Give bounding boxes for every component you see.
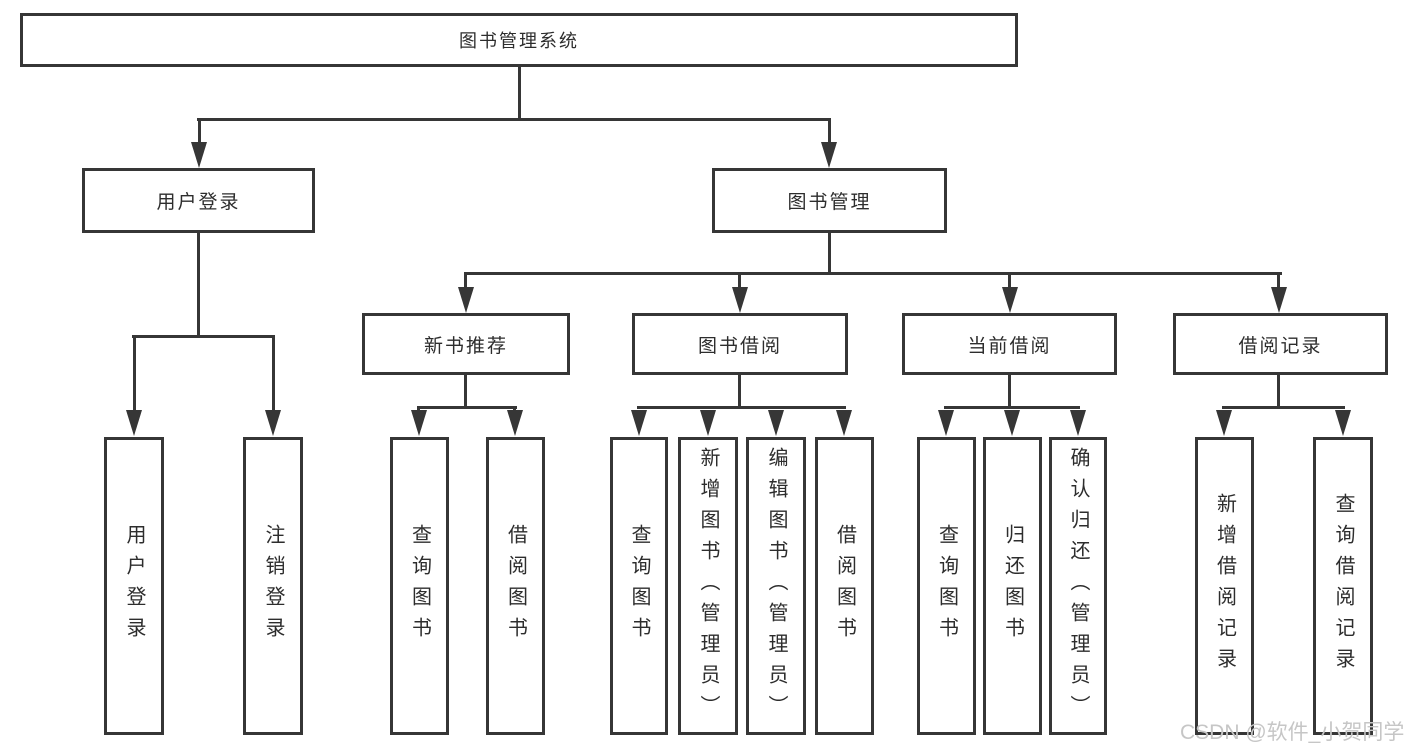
node-leaf-confirm-return-admin: 确认归还（管理员） [1049, 437, 1107, 735]
arrowhead-down-icon [938, 410, 954, 436]
connector-line [198, 118, 201, 146]
node-label: 编辑图书（管理员） [765, 446, 787, 726]
node-label: 借阅图书 [833, 524, 856, 648]
arrowhead-down-icon [1004, 410, 1020, 436]
arrowhead-down-icon [126, 410, 142, 436]
connector-line [738, 375, 741, 408]
connector-line [133, 335, 136, 414]
connector-line [828, 118, 831, 146]
node-label: 确认归还（管理员） [1067, 446, 1089, 726]
arrowhead-down-icon [191, 142, 207, 168]
node-leaf-borrow-books-1: 借阅图书 [486, 437, 545, 735]
node-label: 注销登录 [262, 524, 284, 648]
node-label: 图书管理系统 [459, 31, 579, 51]
node-leaf-query-books-3: 查询图书 [917, 437, 976, 735]
node-leaf-user-login: 用户登录 [104, 437, 164, 735]
connector-line [272, 335, 275, 414]
connector-line [738, 272, 741, 292]
node-user-login: 用户登录 [82, 168, 315, 233]
node-label: 归还图书 [1001, 524, 1024, 648]
arrowhead-down-icon [836, 410, 852, 436]
connector-line [132, 335, 275, 338]
node-label: 借阅记录 [1238, 335, 1323, 357]
connector-line [1008, 272, 1011, 292]
node-leaf-logout-login: 注销登录 [243, 437, 303, 735]
connector-line [1222, 406, 1345, 409]
node-new-book-recommendation: 新书推荐 [362, 313, 570, 375]
arrowhead-down-icon [700, 410, 716, 436]
node-leaf-add-books-admin: 新增图书（管理员） [678, 437, 738, 735]
arrowhead-down-icon [458, 287, 474, 313]
node-label: 用户登录 [123, 524, 145, 648]
arrowhead-down-icon [732, 287, 748, 313]
connector-line [637, 406, 846, 409]
connector-line [1277, 375, 1280, 408]
node-label: 新书推荐 [423, 335, 508, 357]
connector-line [465, 272, 1282, 275]
node-leaf-edit-books-admin: 编辑图书（管理员） [746, 437, 806, 735]
node-label: 查询图书 [408, 524, 431, 648]
connector-line [1277, 272, 1280, 292]
node-label: 新增借阅记录 [1213, 493, 1236, 679]
connector-line [828, 233, 831, 274]
arrowhead-down-icon [821, 142, 837, 168]
arrowhead-down-icon [507, 410, 523, 436]
node-label: 查询图书 [935, 524, 958, 648]
arrowhead-down-icon [411, 410, 427, 436]
node-leaf-query-borrow-record: 查询借阅记录 [1313, 437, 1373, 735]
node-library-management-system: 图书管理系统 [20, 13, 1018, 67]
node-leaf-query-books-2: 查询图书 [610, 437, 668, 735]
node-label: 图书借阅 [697, 335, 782, 357]
node-book-management: 图书管理 [712, 168, 947, 233]
node-book-borrowing: 图书借阅 [632, 313, 848, 375]
node-leaf-borrow-books-2: 借阅图书 [815, 437, 874, 735]
connector-line [1008, 375, 1011, 408]
node-label: 借阅图书 [504, 524, 527, 648]
node-leaf-return-books: 归还图书 [983, 437, 1042, 735]
watermark: CSDN @软件_小贺同学 [1180, 721, 1405, 744]
connector-line [464, 272, 467, 292]
node-label: 查询借阅记录 [1332, 493, 1354, 679]
connector-line [518, 66, 521, 121]
arrowhead-down-icon [1271, 287, 1287, 313]
arrowhead-down-icon [1070, 410, 1086, 436]
node-leaf-query-books-1: 查询图书 [390, 437, 449, 735]
node-label: 图书管理 [787, 192, 872, 213]
node-label: 用户登录 [156, 192, 241, 213]
connector-line [417, 406, 517, 409]
connector-line [197, 233, 200, 337]
node-leaf-add-borrow-record: 新增借阅记录 [1195, 437, 1254, 735]
connector-line [944, 406, 1080, 409]
arrowhead-down-icon [1335, 410, 1351, 436]
arrowhead-down-icon [1002, 287, 1018, 313]
node-label: 新增图书（管理员） [697, 446, 719, 726]
connector-line [197, 118, 831, 121]
arrowhead-down-icon [265, 410, 281, 436]
arrowhead-down-icon [1216, 410, 1232, 436]
node-label: 当前借阅 [967, 335, 1052, 357]
node-borrowing-records: 借阅记录 [1173, 313, 1388, 375]
arrowhead-down-icon [768, 410, 784, 436]
node-label: 查询图书 [628, 524, 650, 648]
connector-line [464, 375, 467, 408]
arrowhead-down-icon [631, 410, 647, 436]
node-current-borrowing: 当前借阅 [902, 313, 1117, 375]
